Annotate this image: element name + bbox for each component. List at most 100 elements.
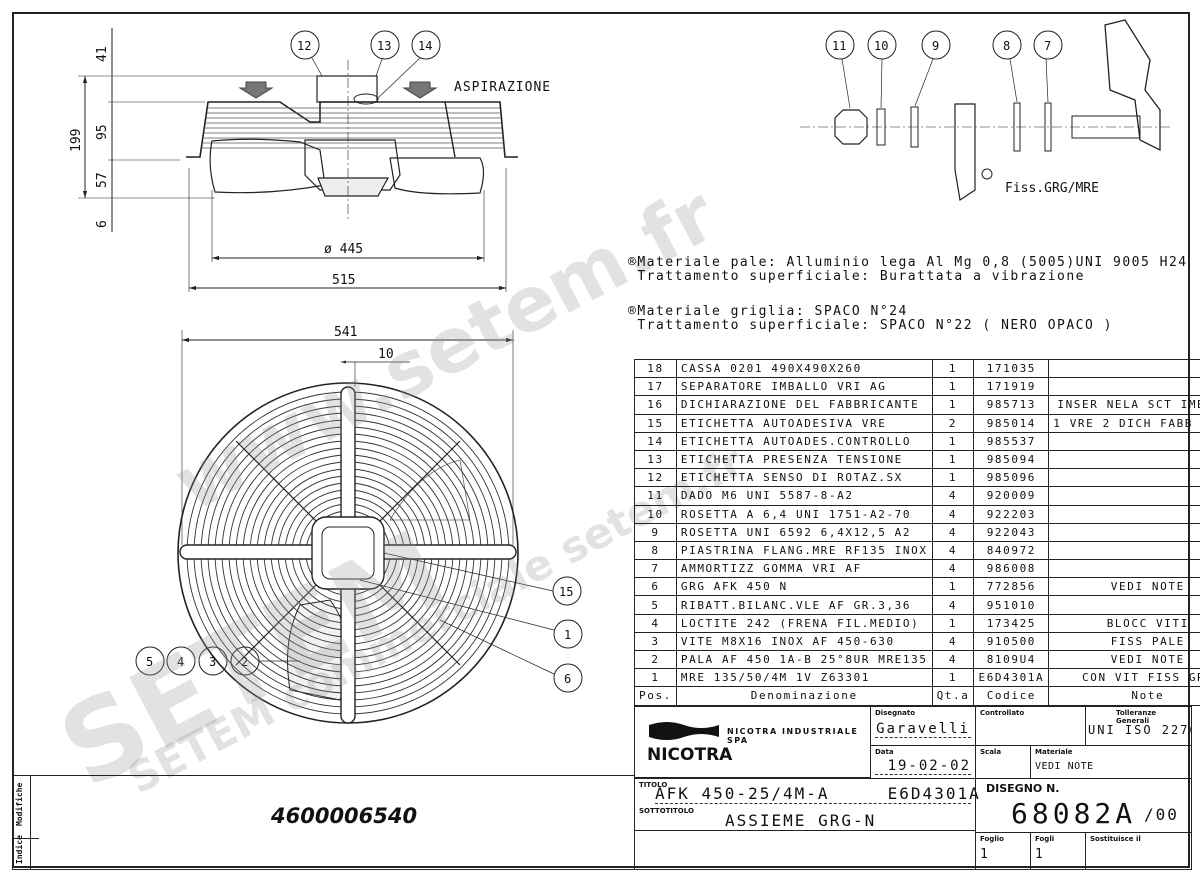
cell-code: 985014 [973,413,1050,433]
balloon-1: 1 [564,628,571,642]
materiale-label: Materiale [1035,748,1073,756]
cell-note: VEDI NOTE [1048,577,1200,597]
controllato-label: Controllato [980,709,1025,717]
cell-qty: 1 [931,449,975,470]
sottotitolo-value: ASSIEME GRG-N [725,811,877,830]
titolo-cell: TITOLO AFK 450-25/4M-A E6D4301A SOTTOTIT… [634,778,979,831]
scala-label: Scala [980,748,1002,756]
cell-code: 173425 [973,613,1050,633]
sottotitolo-label: SOTTOTITOLO [639,807,694,815]
cell-pos: 2 [634,649,677,670]
cell-note: VEDI NOTE [1048,649,1200,670]
cell-code: 171035 [973,358,1050,379]
cell-name: LOCTITE 242 (FRENA FIL.MEDIO) [675,613,933,633]
cell-code: 985096 [973,468,1050,488]
cell-name: ETICHETTA AUTOADES.CONTROLLO [675,431,933,451]
cell-note [1048,486,1200,506]
cell-pos: 1 [634,668,677,688]
tolleranze-cell: Tolleranze Generali UNI ISO 22768/v [1085,706,1192,746]
cell-pos: 6 [634,577,677,597]
cell-note: FISS PALE [1048,631,1200,652]
balloon-9: 9 [932,39,939,53]
balloon-13: 13 [377,39,391,53]
cell-name: PIASTRINA FLANG.MRE RF135 INOX [675,540,933,561]
controllato-cell: Controllato [975,706,1086,746]
cell-qty: 1 [931,431,975,451]
company-logo: NICOTRA [647,745,733,765]
dim-541: 541 [334,325,357,340]
data-label: Data [875,748,894,756]
cell-name: PALA AF 450 1A-B 25°8UR MRE135 [675,649,933,670]
detail-label: Fiss.GRG/MRE [1005,181,1099,196]
cell-pos: 8 [634,540,677,561]
cell-pos: 16 [634,395,677,415]
cell-name: AMMORTIZZ GOMMA VRI AF [675,559,933,579]
fogli-cell: Fogli 1 [1030,832,1086,870]
disegno-cell: DISEGNO N. 68082A /00 [975,778,1192,833]
cell-note: 1 VRE 2 DICH FABB 1 SCT [1048,413,1200,433]
cell-qty: 1 [931,668,975,688]
disegnato-label: Disegnato [875,709,915,717]
cell-note [1048,468,1200,488]
header-qty: Qt.a [931,686,975,706]
aspirazione-label: ASPIRAZIONE [454,80,551,95]
cell-pos: 14 [634,431,677,451]
tolleranze-label: Tolleranze Generali [1116,709,1157,725]
cell-qty: 4 [931,522,975,542]
balloon-11: 11 [832,39,846,53]
dim-10: 10 [378,347,394,362]
cell-note [1048,431,1200,451]
header-pos: Pos. [634,686,677,706]
cell-code: 985094 [973,449,1050,470]
cell-qty: 4 [931,631,975,652]
materiale-cell: Materiale VEDI NOTE [1030,745,1192,779]
cell-note [1048,540,1200,561]
cell-note [1048,522,1200,542]
cell-code: 985537 [973,431,1050,451]
disegnato-value: Garavelli [875,721,971,738]
cell-qty: 4 [931,486,975,506]
cell-code: 772856 [973,577,1050,597]
cell-qty: 2 [931,413,975,433]
data-cell: Data 19-02-02 [870,745,976,779]
cell-note [1048,358,1200,379]
cell-qty: 1 [931,358,975,379]
cell-qty: 4 [931,595,975,615]
cell-pos: 9 [634,522,677,542]
dim-199: 199 [69,129,84,152]
cell-pos: 3 [634,631,677,652]
cell-name: ETICHETTA SENSO DI ROTAZ.SX [675,468,933,488]
side-view [78,28,518,292]
front-view [135,330,583,724]
cell-pos: 11 [634,486,677,506]
cell-pos: 17 [634,377,677,397]
cell-name: ETICHETTA AUTOADESIVA VRE [675,413,933,433]
cell-pos: 18 [634,358,677,379]
nicotra-logo-wave [649,722,719,740]
fogli-label: Fogli [1035,835,1055,843]
cell-note [1048,377,1200,397]
foglio-label: Foglio [980,835,1004,843]
note-blade-material: ®Materiale pale: Alluminio lega Al Mg 0,… [628,255,1188,284]
header-note: Note [1048,686,1200,706]
cell-code: 920009 [973,486,1050,506]
cell-note [1048,559,1200,579]
header-name: Denominazione [675,686,933,706]
cell-name: ROSETTA UNI 6592 6,4X12,5 A2 [675,522,933,542]
cell-name: DICHIARAZIONE DEL FABBRICANTE [675,395,933,415]
cell-pos: 4 [634,613,677,633]
